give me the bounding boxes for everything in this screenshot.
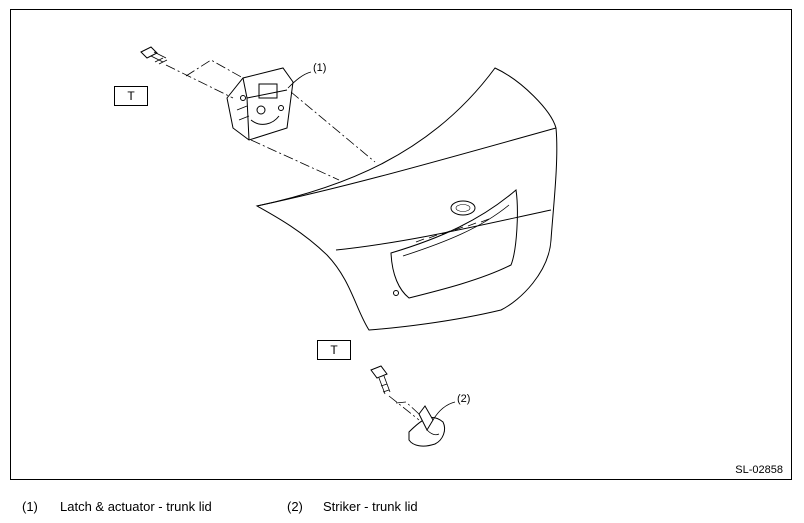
trunk-lid: [255, 67, 558, 331]
diagram-id: SL-02858: [735, 464, 783, 476]
trunk-lid-inner-line: [335, 209, 552, 251]
latch-bolt: [140, 46, 168, 65]
legend-number-1: (1): [22, 499, 38, 514]
diagram-frame: T T (1) (2) SL-02858: [10, 9, 792, 480]
callout-striker: (2): [457, 393, 471, 405]
license-plate-recess: [390, 189, 518, 299]
emblem: [450, 200, 476, 216]
legend-label-2: Striker - trunk lid: [323, 499, 418, 514]
legend-number-2: (2): [287, 499, 303, 514]
trunk-lid-diagram: [140, 46, 558, 447]
torque-marker-striker-bolt: T: [317, 340, 351, 360]
trunk-lid-crease: [256, 127, 557, 207]
striker: [408, 405, 446, 447]
striker-bolt: [370, 365, 391, 395]
torque-marker-latch-bolt: T: [114, 86, 148, 106]
legend-label-1: Latch & actuator - trunk lid: [60, 499, 212, 514]
latch-assembly: [226, 67, 294, 141]
callout-latch: (1): [313, 62, 327, 74]
